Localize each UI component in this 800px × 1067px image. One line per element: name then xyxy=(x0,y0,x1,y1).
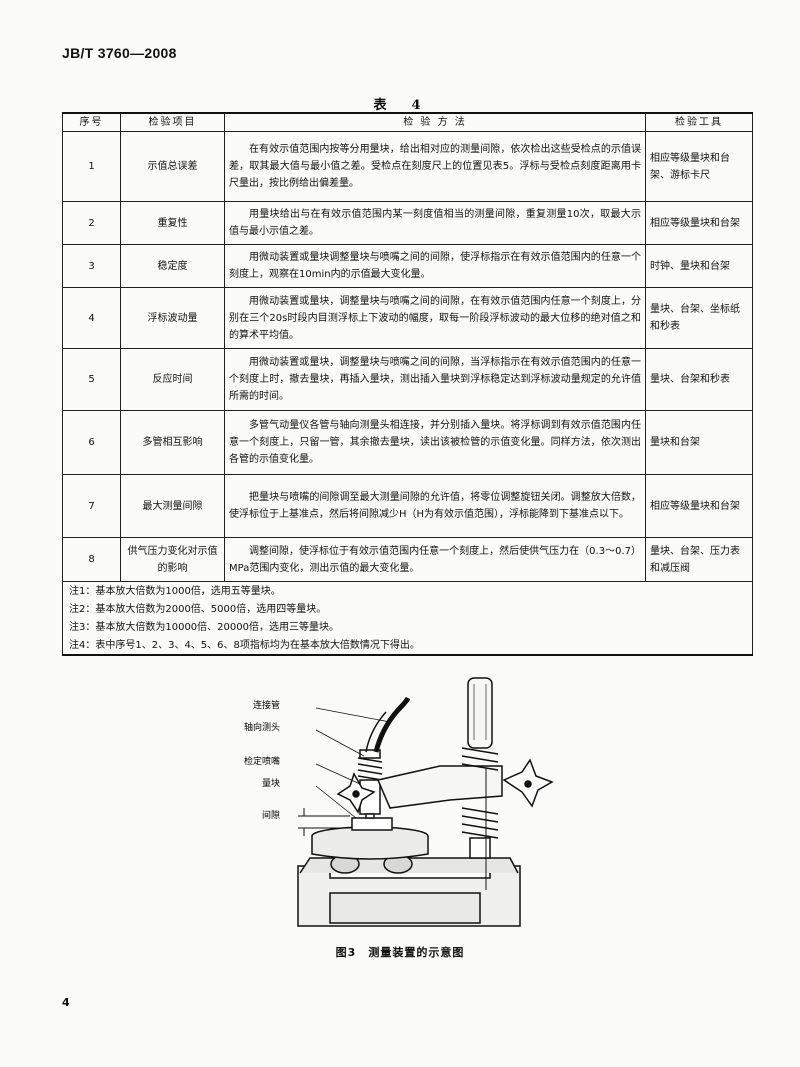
inspection-method: 调整间隙，使浮标位于有效示值范围内任意一个刻度上，然后使供气压力在（0.3～0.… xyxy=(224,537,646,582)
measuring-device-figure: 连接管 轴向测头 检定喷嘴 量块 间隙 xyxy=(240,668,560,938)
inspection-item: 最大测量间隙 xyxy=(120,474,225,538)
inspection-method: 多管气动量仪各管与轴向测量头相连接，并分别插入量块。将浮标调到有效示值范围内任意… xyxy=(224,410,646,475)
table-note: 注3：基本放大倍数为10000倍、20000倍，选用三等量块。 xyxy=(62,618,753,636)
table-note: 注1：基本放大倍数为1000倍，选用五等量块。 xyxy=(62,581,753,600)
figure-label: 量块 xyxy=(262,777,280,789)
figure-caption: 图3 测量装置的示意图 xyxy=(335,946,465,959)
note-text: 注3：基本放大倍数为10000倍、20000倍，选用三等量块。 xyxy=(62,618,753,636)
row-number: 7 xyxy=(62,474,121,538)
figure-label: 间隙 xyxy=(262,809,280,821)
inspection-method: 在有效示值范围内按等分用量块，给出相对应的测量间隙，依次检出这些受检点的示值误差… xyxy=(224,131,646,202)
inspection-item: 浮标波动量 xyxy=(120,287,225,349)
inspection-method: 用微动装置或量块，调整量块与喷嘴之间的间隙，在有效示值范围内任意一个刻度上，分别… xyxy=(224,287,646,349)
inspection-tool: 量块、台架、坐标纸和秒表 xyxy=(645,287,753,349)
inspection-item: 供气压力变化对示值的影响 xyxy=(120,537,225,582)
inspection-item: 重复性 xyxy=(120,201,225,245)
table-row: 7 最大测量间隙 把量块与喷嘴的间隙调至最大测量间隙的允许值，将零位调整旋钮关闭… xyxy=(62,474,753,538)
inspection-tool: 相应等级量块和台架、游标卡尺 xyxy=(645,131,753,202)
inspection-item: 稳定度 xyxy=(120,244,225,288)
row-number: 4 xyxy=(62,287,121,349)
table-row: 6 多管相互影响 多管气动量仪各管与轴向测量头相连接，并分别插入量块。将浮标调到… xyxy=(62,410,753,475)
measuring-device-diagram: 连接管 轴向测头 检定喷嘴 量块 间隙 xyxy=(244,677,554,927)
inspection-method: 用微动装置或量块，调整量块与喷嘴之间的间隙，当浮标指示在有效示值范围内的任意一个… xyxy=(224,348,646,411)
inspection-method: 把量块与喷嘴的间隙调至最大测量间隙的允许值，将零位调整旋钮关闭。调整放大倍数，使… xyxy=(224,474,646,538)
table-title: 表 4 xyxy=(373,98,427,113)
table-header-row: 序号 检验项目 检 验 方 法 检验工具 xyxy=(62,112,753,132)
inspection-method: 用微动装置或量块调整量块与喷嘴之间的间隙，使浮标指示在有效示值范围内的任意一个刻… xyxy=(224,244,646,288)
table-row: 3 稳定度 用微动装置或量块调整量块与喷嘴之间的间隙，使浮标指示在有效示值范围内… xyxy=(62,244,753,288)
table-row: 1 示值总误差 在有效示值范围内按等分用量块，给出相对应的测量间隙，依次检出这些… xyxy=(62,131,753,202)
table-row: 4 浮标波动量 用微动装置或量块，调整量块与喷嘴之间的间隙，在有效示值范围内任意… xyxy=(62,287,753,349)
note-text: 注1：基本放大倍数为1000倍，选用五等量块。 xyxy=(62,581,753,600)
row-number: 3 xyxy=(62,244,121,288)
row-number: 1 xyxy=(62,131,121,202)
inspection-tool: 量块、台架、压力表和减压阀 xyxy=(645,537,753,582)
note-text: 注4：表中序号1、2、3、4、5、6、8项指标均为在基本放大倍数情况下得出。 xyxy=(62,636,753,656)
column-header: 检验工具 xyxy=(645,112,753,132)
column-header: 序号 xyxy=(62,112,121,132)
row-number: 8 xyxy=(62,537,121,582)
figure-label: 轴向测头 xyxy=(244,721,280,733)
inspection-table: 序号 检验项目 检 验 方 法 检验工具 1 示值总误差 在有效示值范围内按等分… xyxy=(62,112,753,656)
note-text: 注2：基本放大倍数为2000倍、5000倍，选用四等量块。 xyxy=(62,600,753,618)
row-number: 2 xyxy=(62,201,121,245)
page-number: 4 xyxy=(62,996,70,1009)
inspection-tool: 时钟、量块和台架 xyxy=(645,244,753,288)
column-header: 检 验 方 法 xyxy=(224,112,646,132)
inspection-item: 多管相互影响 xyxy=(120,410,225,475)
inspection-tool: 相应等级量块和台架 xyxy=(645,201,753,245)
inspection-tool: 相应等级量块和台架 xyxy=(645,474,753,538)
row-number: 5 xyxy=(62,348,121,411)
inspection-item: 反应时间 xyxy=(120,348,225,411)
inspection-tool: 量块和台架 xyxy=(645,410,753,475)
table-note: 注2：基本放大倍数为2000倍、5000倍，选用四等量块。 xyxy=(62,600,753,618)
figure-label: 连接管 xyxy=(253,699,280,711)
table-row: 5 反应时间 用微动装置或量块，调整量块与喷嘴之间的间隙，当浮标指示在有效示值范… xyxy=(62,348,753,411)
inspection-method: 用量块给出与在有效示值范围内某一刻度值相当的测量间隙，重复测量10次，取最大示值… xyxy=(224,201,646,245)
table-note: 注4：表中序号1、2、3、4、5、6、8项指标均为在基本放大倍数情况下得出。 xyxy=(62,636,753,656)
figure-label: 检定喷嘴 xyxy=(244,755,280,767)
table-row: 2 重复性 用量块给出与在有效示值范围内某一刻度值相当的测量间隙，重复测量10次… xyxy=(62,201,753,245)
column-header: 检验项目 xyxy=(120,112,225,132)
table-row: 8 供气压力变化对示值的影响 调整间隙，使浮标位于有效示值范围内任意一个刻度上，… xyxy=(62,537,753,582)
row-number: 6 xyxy=(62,410,121,475)
document-code: JB/T 3760—2008 xyxy=(62,45,177,61)
inspection-tool: 量块、台架和秒表 xyxy=(645,348,753,411)
inspection-item: 示值总误差 xyxy=(120,131,225,202)
